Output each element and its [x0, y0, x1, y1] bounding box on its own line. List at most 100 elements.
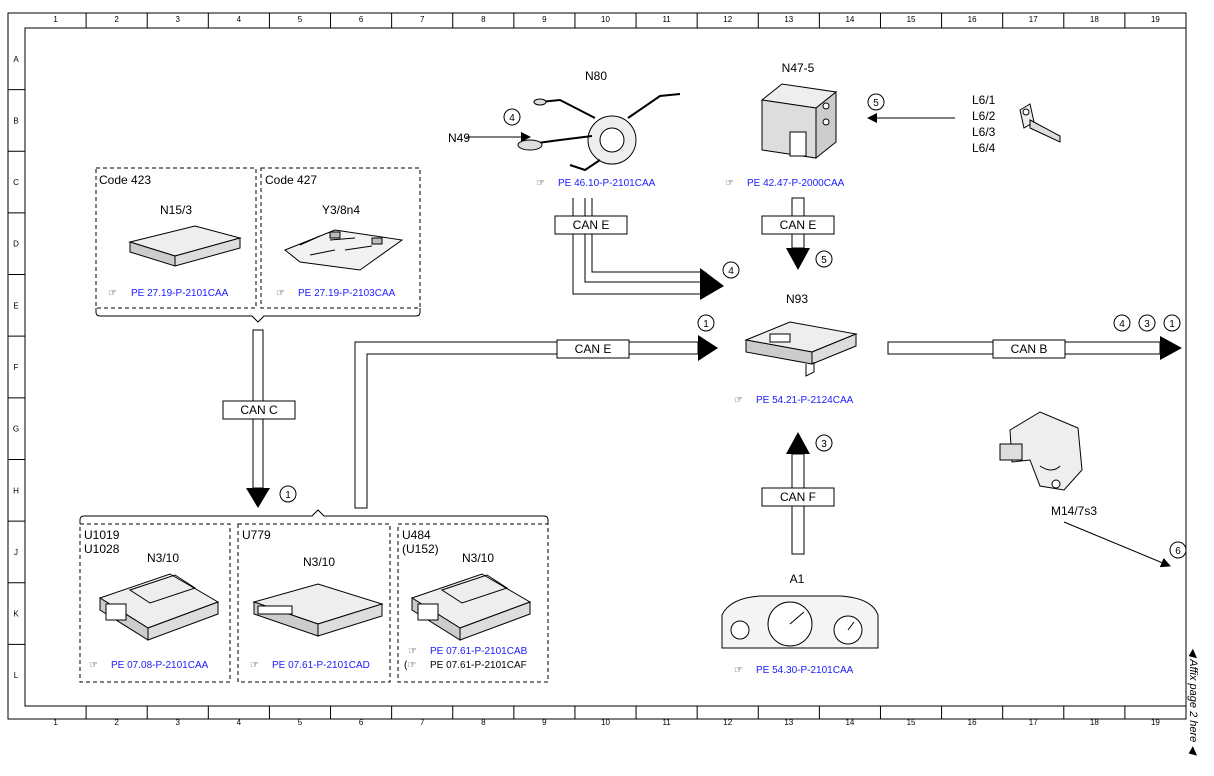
column-label-top: 8 [481, 15, 486, 24]
row-label: C [13, 178, 19, 187]
code427-label: Code 427 [265, 173, 317, 187]
svg-text:4: 4 [728, 266, 734, 277]
can-e-mid-label: CAN E [575, 342, 612, 356]
column-label-bottom: 11 [662, 718, 671, 727]
column-label-top: 5 [298, 15, 303, 24]
ecu2-code-1: U779 [242, 528, 271, 542]
ref-n15-3[interactable]: PE 27.19-P-2101CAA [131, 288, 229, 299]
column-label-bottom: 8 [481, 718, 486, 727]
ref-ecu2[interactable]: PE 07.61-P-2101CAD [272, 660, 370, 671]
column-label-bottom: 9 [542, 718, 547, 727]
ecu1-code-1: U1019 [84, 528, 120, 542]
svg-text:3: 3 [1144, 319, 1150, 330]
ref-a1[interactable]: PE 54.30-P-2101CAA [756, 665, 854, 676]
column-label-top: 7 [420, 15, 425, 24]
row-label: F [14, 363, 19, 372]
column-label-top: 6 [359, 15, 364, 24]
svg-text:1: 1 [1169, 319, 1175, 330]
manual-icon: ☞ [408, 646, 417, 657]
manual-icon: ☞ [536, 178, 545, 189]
manual-icon: ☞ [734, 395, 743, 406]
column-label-top: 3 [176, 15, 181, 24]
column-label-bottom: 17 [1029, 718, 1038, 727]
ecu3-code-1: U484 [402, 528, 431, 542]
column-label-top: 19 [1151, 15, 1160, 24]
ecu2-component: N3/10 [303, 555, 335, 569]
svg-text:5: 5 [873, 98, 879, 109]
n49-label: N49 [448, 131, 470, 145]
ref-ecu1[interactable]: PE 07.08-P-2101CAA [111, 660, 209, 671]
code-box-group: Code 423 Code 427 N15/3 Y3/8n4 ☞ PE 27.1… [95, 167, 421, 323]
svg-text:5: 5 [821, 255, 827, 266]
marker-n49: 4 [503, 108, 521, 126]
manual-icon: ☞ [276, 288, 285, 299]
column-label-bottom: 19 [1151, 718, 1160, 727]
ecu-box-group: U1019 U1028 N3/10 U779 N3/10 U484 (U152)… [79, 509, 549, 683]
svg-text:1: 1 [285, 490, 291, 501]
column-label-top: 1 [53, 15, 58, 24]
row-label: L [14, 671, 19, 680]
column-label-bottom: 6 [359, 718, 364, 727]
svg-text:4: 4 [509, 113, 515, 124]
column-label-bottom: 4 [237, 718, 242, 727]
ref-n93[interactable]: PE 54.21-P-2124CAA [756, 395, 854, 406]
can-e-mid-bus: CAN E [354, 335, 718, 509]
ref-n47[interactable]: PE 42.47-P-2000CAA [747, 178, 845, 189]
marker-can-c: 1 [279, 485, 297, 503]
column-label-bottom: 1 [53, 718, 58, 727]
grid-columns: 1122334455667788991010111112121313141415… [53, 13, 1160, 727]
ecu3-code-2: (U152) [402, 542, 439, 556]
n47-label: N47-5 [782, 61, 815, 75]
ref-ecu3-b[interactable]: PE 07.61-P-2101CAF [430, 660, 527, 671]
can-e-right-label: CAN E [780, 218, 817, 232]
row-label: A [13, 55, 19, 64]
speed-sensor-icon [1019, 103, 1061, 143]
l6-1-label: L6/1 [972, 93, 996, 107]
manual-icon: ☞ [725, 178, 734, 189]
svg-text:4: 4 [1119, 319, 1125, 330]
column-label-top: 15 [907, 15, 916, 24]
n15-3-label: N15/3 [160, 203, 192, 217]
m14-label: M14/7s3 [1051, 504, 1097, 518]
marker-n47: 5 [867, 93, 885, 111]
ref-n80[interactable]: PE 46.10-P-2101CAA [558, 178, 656, 189]
engine-ecu-flat-icon [252, 583, 384, 637]
column-label-top: 10 [601, 15, 610, 24]
ecu-box-2 [237, 523, 391, 683]
affix-page-note: ◀ Affix page 2 here ◀ [1187, 648, 1199, 756]
row-label: H [13, 486, 19, 495]
can-b-label: CAN B [1011, 342, 1048, 356]
column-label-bottom: 10 [601, 718, 610, 727]
row-label: E [13, 301, 18, 310]
y3-8n4-label: Y3/8n4 [322, 203, 360, 217]
inner-frame [24, 27, 1187, 707]
code427-box [260, 167, 421, 309]
svg-text:3: 3 [821, 439, 827, 450]
abs-unit-icon [760, 83, 838, 160]
can-e-top-label: CAN E [573, 218, 610, 232]
row-label: B [13, 116, 18, 125]
ref-y3-8n4[interactable]: PE 27.19-P-2103CAA [298, 288, 396, 299]
l6-2-label: L6/2 [972, 109, 996, 123]
ecu1-component: N3/10 [147, 551, 179, 565]
marker-can-e-top: 4 [722, 261, 740, 279]
row-label: G [13, 425, 19, 434]
column-label-top: 2 [114, 15, 119, 24]
ecu-box-brace [79, 509, 549, 524]
marker-can-f: 3 [815, 434, 833, 452]
row-label: D [13, 240, 19, 249]
central-gateway-icon [744, 321, 858, 377]
column-label-top: 14 [845, 15, 854, 24]
marker-can-e-right: 5 [815, 250, 833, 268]
ref-ecu3-a[interactable]: PE 07.61-P-2101CAB [430, 646, 528, 657]
column-label-top: 18 [1090, 15, 1099, 24]
column-label-bottom: 5 [298, 718, 303, 727]
l6-4-label: L6/4 [972, 141, 996, 155]
manual-icon: ☞ [108, 288, 117, 299]
column-label-bottom: 3 [176, 718, 181, 727]
svg-text:6: 6 [1175, 546, 1181, 557]
n93-label: N93 [786, 292, 808, 306]
n15-3-module-icon [128, 225, 242, 267]
door-lock-switch-icon [999, 411, 1083, 491]
l6-3-label: L6/3 [972, 125, 996, 139]
